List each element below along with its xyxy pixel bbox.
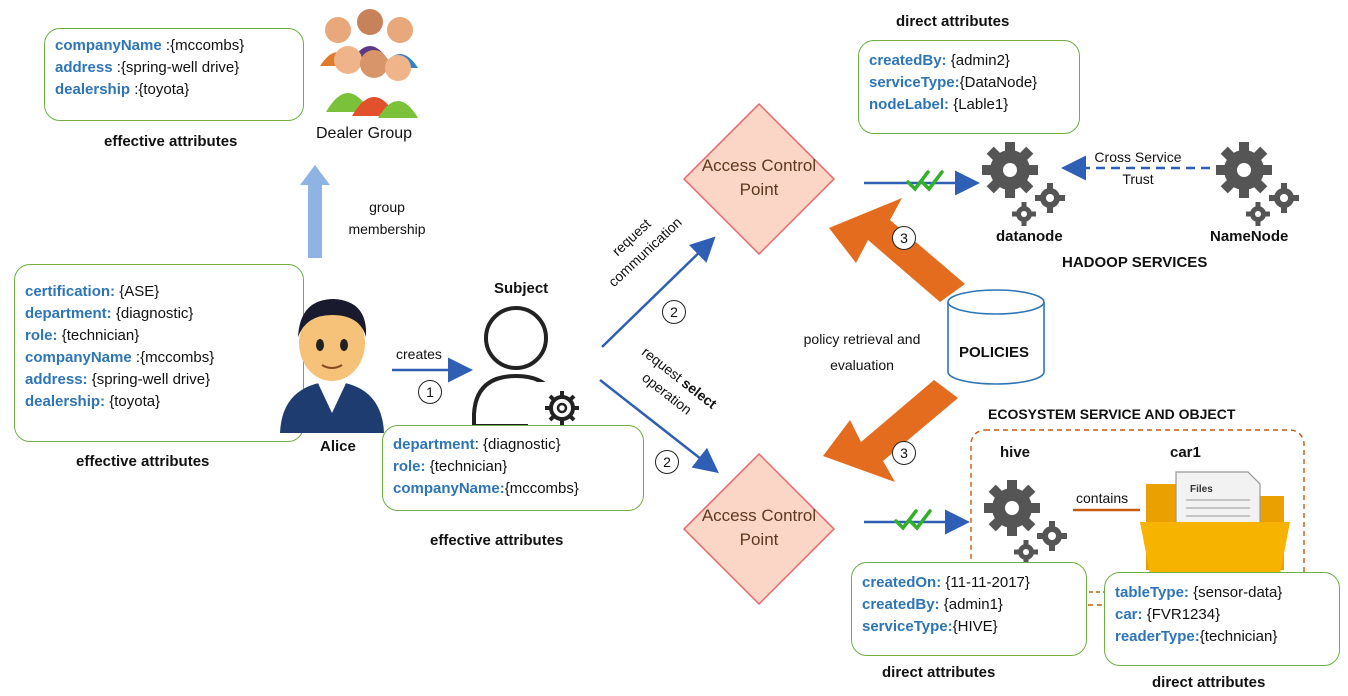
alice-avatar-icon bbox=[280, 299, 384, 433]
request-communication-arrow bbox=[601, 236, 716, 348]
attr-line: createdBy: {admin1} bbox=[862, 596, 1003, 613]
creates-label: creates bbox=[396, 346, 442, 362]
attr-line: dealership :{toyota} bbox=[55, 81, 190, 98]
car1-attributes-box: tableType: {sensor-data} car: {FVR1234} … bbox=[1104, 572, 1340, 666]
ecosystem-label: ECOSYSTEM SERVICE AND OBJECT bbox=[988, 406, 1236, 422]
namenode-gears-icon bbox=[1216, 142, 1299, 226]
datanode-caption: direct attributes bbox=[896, 13, 1010, 30]
alice-attributes-box: certification: {ASE} department: {diagno… bbox=[14, 264, 304, 442]
access-control-point-top: Access Control Point bbox=[682, 102, 836, 256]
step-2-top-badge: 2 bbox=[662, 300, 686, 324]
alice-caption: effective attributes bbox=[76, 453, 210, 470]
datanode-gears-icon bbox=[982, 142, 1065, 226]
attr-line: readerType:{technician} bbox=[1115, 628, 1278, 645]
attr-line: tableType: {sensor-data} bbox=[1115, 584, 1283, 601]
subject-attributes-box: department: {diagnostic} role: {technici… bbox=[382, 425, 644, 511]
attr-line: createdOn: {11-11-2017} bbox=[862, 574, 1030, 591]
datanode-attributes-box: createdBy: {admin2} serviceType:{DataNod… bbox=[858, 40, 1080, 134]
attr-line: address :{spring-well drive} bbox=[55, 59, 240, 76]
step-1-badge: 1 bbox=[418, 380, 442, 404]
attr-line: department: {diagnostic} bbox=[25, 305, 194, 322]
attr-line: serviceType:{DataNode} bbox=[869, 74, 1038, 91]
access-control-point-bottom: Access Control Point bbox=[682, 452, 836, 606]
attr-line: createdBy: {admin2} bbox=[869, 52, 1010, 69]
attr-line: companyName :{mccombs} bbox=[25, 349, 215, 366]
contains-label: contains bbox=[1076, 490, 1129, 506]
attr-line: dealership: {toyota} bbox=[25, 393, 161, 410]
acp-bottom-diamond bbox=[682, 452, 836, 606]
files-text: Files bbox=[1190, 484, 1213, 495]
policy-arrow-bottom bbox=[823, 380, 958, 482]
group-people-icon bbox=[320, 9, 418, 118]
attr-line: car: {FVR1234} bbox=[1115, 606, 1221, 623]
dealer-group-caption: effective attributes bbox=[104, 133, 238, 150]
subject-label: Subject bbox=[494, 280, 549, 297]
policy-arrow-top bbox=[829, 198, 965, 302]
attr-line: address: {spring-well drive} bbox=[25, 371, 211, 388]
attr-line: department: {diagnostic} bbox=[393, 436, 561, 453]
hadoop-services-label: HADOOP SERVICES bbox=[1062, 254, 1208, 271]
group-membership-label: group membership bbox=[348, 199, 426, 237]
acp-top-text: Access Control Point bbox=[701, 156, 817, 199]
attr-line: role: {technician} bbox=[393, 458, 508, 475]
hive-attributes-box: createdOn: {11-11-2017} createdBy: {admi… bbox=[851, 562, 1087, 656]
check-icon-bottom bbox=[894, 509, 932, 531]
step-3-top-badge: 3 bbox=[892, 226, 916, 250]
cross-service-trust-label: Cross Service Trust bbox=[1094, 149, 1182, 187]
car1-label: car1 bbox=[1170, 444, 1201, 461]
car1-folder-icon: Files bbox=[1140, 471, 1290, 574]
attr-line: role: {technician} bbox=[25, 327, 140, 344]
namenode-label: NameNode bbox=[1210, 228, 1289, 245]
attr-line: companyName:{mccombs} bbox=[393, 480, 579, 497]
step-2-bottom-badge: 2 bbox=[655, 450, 679, 474]
attr-line: certification: {ASE} bbox=[25, 283, 160, 300]
policies-database-icon bbox=[947, 289, 1045, 385]
hive-label: hive bbox=[1000, 444, 1031, 461]
attr-line: companyName :{mccombs} bbox=[55, 37, 245, 54]
attr-line: serviceType:{HIVE} bbox=[862, 618, 998, 635]
check-icon-top bbox=[906, 170, 944, 192]
hive-caption: direct attributes bbox=[882, 664, 996, 681]
acp-bottom-text: Access Control Point bbox=[701, 506, 817, 549]
hive-gears-icon bbox=[984, 480, 1067, 564]
dealer-group-attributes-box: companyName :{mccombs} address :{spring-… bbox=[44, 28, 304, 121]
subject-user-icon bbox=[472, 306, 584, 430]
car1-caption: direct attributes bbox=[1152, 674, 1266, 691]
policies-label: POLICIES bbox=[959, 344, 1030, 361]
request-select-arrow bbox=[599, 379, 719, 474]
group-membership-arrow bbox=[300, 165, 330, 258]
alice-label: Alice bbox=[320, 438, 356, 455]
datanode-label: datanode bbox=[996, 228, 1063, 245]
step-3-bottom-badge: 3 bbox=[892, 441, 916, 465]
policy-retrieval-label: policy retrieval and evaluation bbox=[803, 331, 921, 373]
attr-line: nodeLabel: {Lable1} bbox=[869, 96, 1009, 113]
acp-top-diamond bbox=[682, 102, 836, 256]
subject-caption: effective attributes bbox=[430, 532, 564, 549]
dealer-group-label: Dealer Group bbox=[316, 125, 413, 142]
